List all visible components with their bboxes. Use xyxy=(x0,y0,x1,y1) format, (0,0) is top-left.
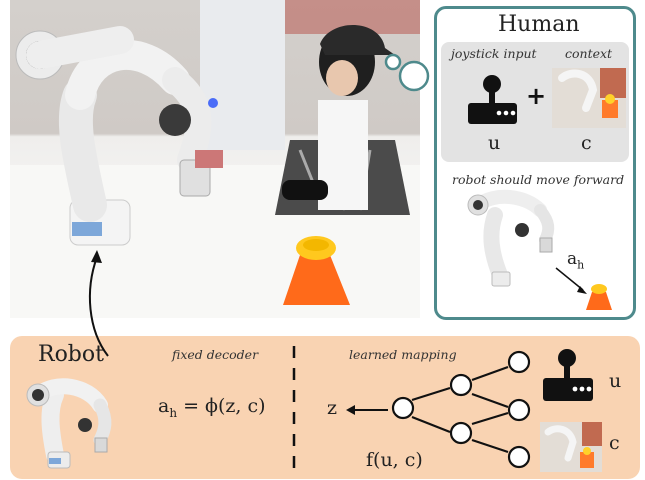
f-label: f(u, c) xyxy=(366,449,423,471)
context-caption: context xyxy=(565,46,613,61)
z-label: z xyxy=(327,397,338,419)
node-input-1 xyxy=(507,350,531,374)
ah-arrow xyxy=(555,267,584,291)
decoder-equation: ah = ϕ(z, c) xyxy=(158,395,266,420)
decoder-caption: fixed decoder xyxy=(172,347,259,362)
joystick-icon-panel xyxy=(543,349,593,401)
robot-arm-small xyxy=(467,189,555,287)
context-image-panel xyxy=(540,422,602,472)
robot-c-label: c xyxy=(609,432,620,454)
network-nodes xyxy=(391,350,531,469)
node-hidden-2 xyxy=(449,421,473,445)
node-output xyxy=(391,396,415,420)
thought-bubble-large xyxy=(398,60,430,92)
ah-arrowhead xyxy=(577,286,587,294)
z-arrowhead xyxy=(346,405,355,415)
mapping-caption: learned mapping xyxy=(349,347,457,362)
node-input-3 xyxy=(507,445,531,469)
robot-title: Robot xyxy=(38,342,104,367)
orange-cup-photo xyxy=(283,236,350,305)
robot-arm-photo xyxy=(15,26,223,246)
node-input-2 xyxy=(507,398,531,422)
joystick-icon xyxy=(468,75,517,124)
robot-should-caption: robot should move forward xyxy=(452,172,625,187)
target-cup-small xyxy=(586,284,612,310)
robot-link-arrow xyxy=(88,256,109,357)
human-person-photo xyxy=(275,24,410,215)
robot-panel xyxy=(10,336,640,479)
joystick-caption: joystick input xyxy=(451,46,537,61)
context-image xyxy=(552,68,626,128)
thought-bubble-small xyxy=(384,53,402,71)
human-c-label: c xyxy=(581,132,592,154)
node-hidden-1 xyxy=(449,373,473,397)
human-u-label: u xyxy=(488,132,501,154)
robot-link-arrowhead xyxy=(91,250,102,263)
human-title: Human xyxy=(498,12,580,37)
ah-label: ah xyxy=(567,249,585,272)
window-background xyxy=(200,0,285,150)
robot-arm-panel xyxy=(26,378,112,469)
network-edges xyxy=(411,365,509,454)
plus-sign: + xyxy=(526,82,546,110)
robot-u-label: u xyxy=(609,370,622,392)
